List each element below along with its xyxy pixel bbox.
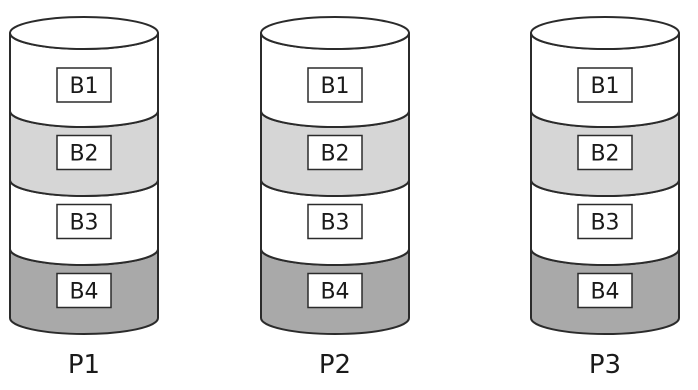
block-label-box-b4 [577, 272, 633, 309]
block-label-box-b2 [56, 134, 112, 171]
block-label-b3: B3 [69, 211, 98, 236]
block-label-b3: B3 [320, 211, 349, 236]
disk-label-p1: P1 [67, 350, 101, 380]
disk-top-cap [530, 16, 680, 50]
block-label-b4: B4 [69, 280, 98, 305]
block-label-box-b2 [307, 134, 363, 171]
block-label-box-b1 [307, 67, 363, 103]
disk-top-cap [260, 16, 410, 50]
block-label-b1: B1 [69, 74, 98, 99]
block-label-b3: B3 [590, 211, 619, 236]
block-label-box-b3 [577, 203, 633, 240]
block-label-b4: B4 [320, 280, 349, 305]
block-label-b4: B4 [590, 280, 619, 305]
block-label-b2: B2 [320, 142, 349, 167]
block-label-box-b3 [56, 203, 112, 240]
block-label-b2: B2 [69, 142, 98, 167]
block-label-box-b1 [577, 67, 633, 103]
block-label-box-b2 [577, 134, 633, 171]
block-label-box-b4 [56, 272, 112, 309]
block-label-box-b4 [307, 272, 363, 309]
disk-top-cap [9, 16, 159, 50]
block-label-box-b1 [56, 67, 112, 103]
block-label-b1: B1 [320, 74, 349, 99]
disk-label-p3: P3 [588, 350, 622, 380]
block-label-b2: B2 [590, 142, 619, 167]
block-label-box-b3 [307, 203, 363, 240]
disk-label-p2: P2 [318, 350, 352, 380]
block-label-b1: B1 [590, 74, 619, 99]
